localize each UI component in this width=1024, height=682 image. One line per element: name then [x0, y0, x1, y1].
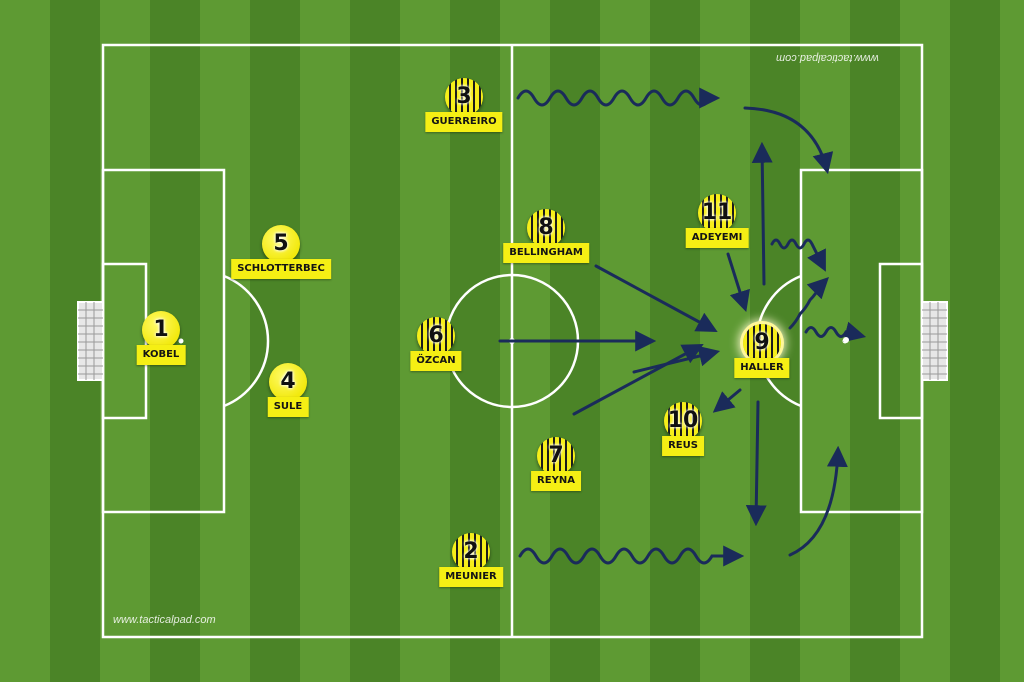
player-name-label: REYNA — [531, 471, 581, 491]
wavy-run-arrow-bottom — [518, 545, 745, 567]
player-name-label: SCHLOTTERBEC — [231, 259, 331, 279]
player-number: 3 — [456, 84, 472, 109]
player-number: 1 — [153, 317, 169, 342]
player-number: 10 — [667, 408, 699, 433]
player-number: 5 — [273, 231, 289, 256]
pass-arrow-bellingham — [594, 264, 718, 333]
curved-run-arrow-top — [743, 106, 834, 175]
player-name-label: SULE — [267, 397, 309, 417]
player-name-label: MEUNIER — [439, 567, 503, 587]
player-number: 8 — [538, 215, 554, 240]
left-goal — [77, 301, 104, 381]
ball — [843, 337, 849, 343]
player-name-label: REUS — [662, 436, 704, 456]
pass-arrow-reyna — [572, 344, 704, 416]
run-arrow-haller-up — [751, 141, 773, 286]
player-name-label: ÖZCAN — [410, 351, 462, 371]
movement-arrows — [498, 87, 867, 567]
player-shirt-icon — [417, 317, 455, 355]
run-arrow-haller-down — [745, 400, 767, 527]
player-name-label: BELLINGHAM — [503, 243, 589, 263]
player-shirt-icon — [743, 324, 781, 362]
player-shirt-icon — [537, 437, 575, 475]
player-shirt-icon — [262, 225, 300, 263]
watermark-top: www.tacticalpad.com — [776, 52, 879, 64]
watermark-bottom: www.tacticalpad.com — [113, 614, 216, 626]
player-shirt-icon — [527, 209, 565, 247]
player-number: 9 — [754, 330, 770, 355]
player-number: 7 — [548, 443, 564, 468]
player-shirt-icon — [142, 311, 180, 349]
pass-arrow-mid — [632, 345, 721, 374]
player-name-label: KOBEL — [136, 345, 186, 365]
player-name-label: GUERREIRO — [425, 112, 503, 132]
player-number: 4 — [280, 369, 296, 394]
player-number: 6 — [428, 323, 444, 348]
player-number: 11 — [701, 200, 733, 225]
player-shirt-icon — [452, 533, 490, 571]
run-arrow-adeyemi — [726, 252, 750, 313]
dribble-arrow-mid — [788, 277, 829, 330]
player-shirt-icon — [664, 402, 702, 440]
curved-run-arrow-bottom — [788, 445, 848, 557]
left-penalty-arc — [223, 274, 270, 408]
dribble-arrow-upper — [770, 238, 826, 272]
player-shirt-icon — [269, 363, 307, 401]
wavy-run-arrow-top — [516, 87, 721, 109]
player-shirt-icon — [698, 194, 736, 232]
left-penalty-spot — [178, 338, 184, 344]
player-number: 2 — [463, 539, 479, 564]
right-goal — [921, 301, 948, 381]
player-name-label: HALLER — [734, 358, 790, 378]
player-name-label: ADEYEMI — [685, 228, 749, 248]
run-arrow-haller-to-reus — [712, 388, 742, 413]
dribble-arrow-shot — [804, 321, 867, 343]
player-shirt-icon — [445, 78, 483, 116]
